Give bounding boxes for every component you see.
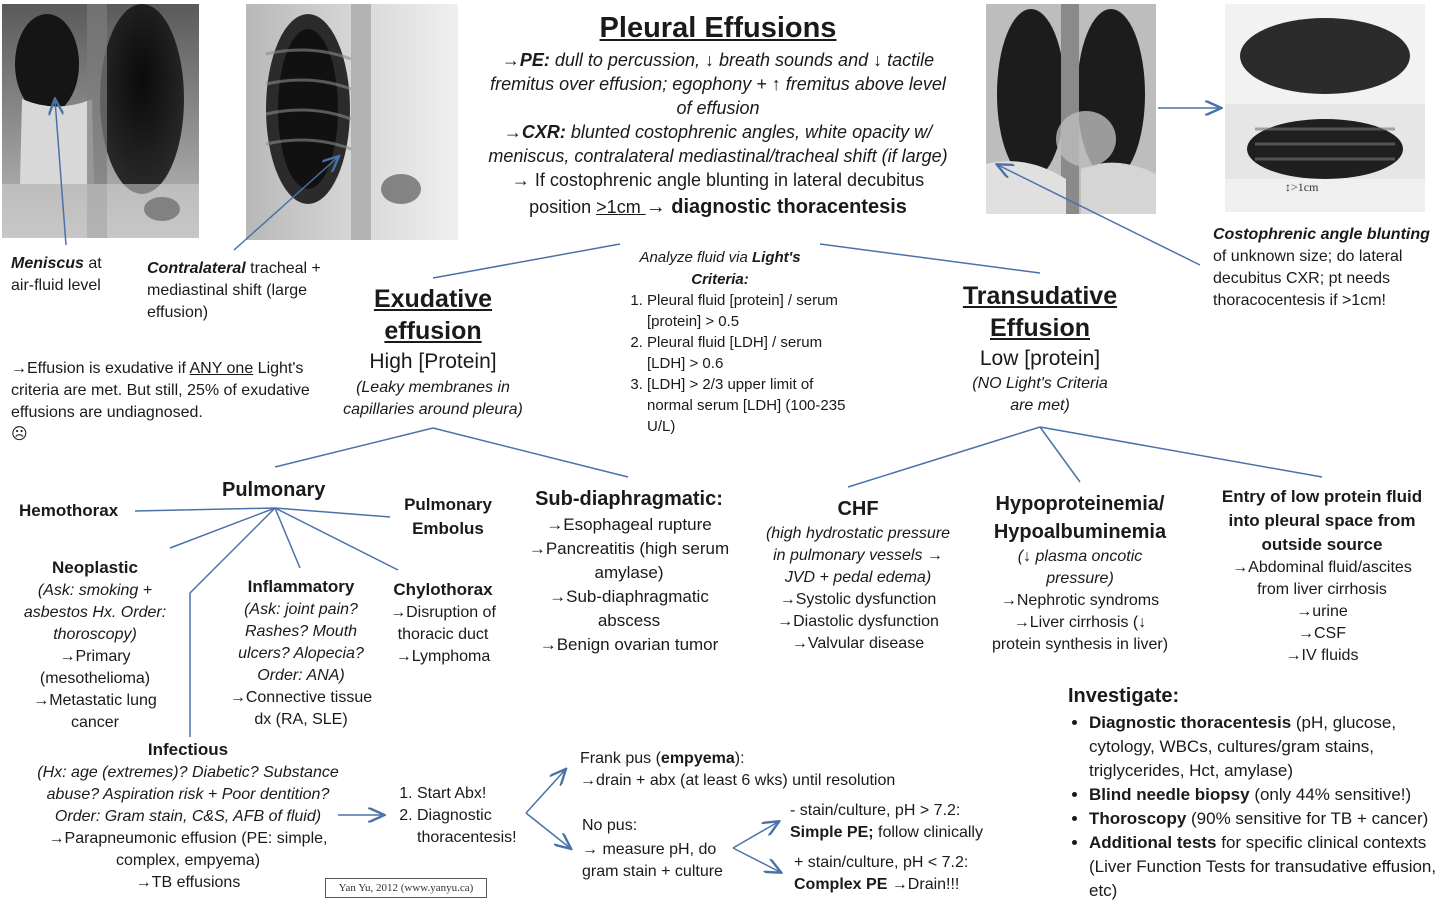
physical-exam-text: →PE: dull to percussion, ↓ breath sounds… <box>490 50 946 118</box>
exudative-note: →Effusion is exudative if ANY one Light'… <box>11 358 311 446</box>
simple-pe-text: - stain/culture, pH > 7.2: Simple PE; fo… <box>790 802 983 841</box>
investigate-item: Thoroscopy (90% sensitive for TB + cance… <box>1089 807 1440 831</box>
investigate-item: Additional tests for specific clinical c… <box>1089 831 1440 903</box>
lights-intro: Analyze fluid via Light's Criteria: <box>639 249 801 288</box>
lights-criteria-list: Pleural fluid [protein] / serum [protein… <box>614 290 857 437</box>
lights-criterion: Pleural fluid [LDH] / serum [LDH] > 0.6 <box>647 332 857 374</box>
complex-pe-text: + stain/culture, pH < 7.2: Complex PE →D… <box>794 854 969 893</box>
xray-meniscus <box>2 4 199 238</box>
blunting-arrow <box>998 165 1201 266</box>
hemothorax-label: Hemothorax <box>19 501 119 520</box>
neoplastic-block: Neoplastic (Ask: smoking + asbestos Hx. … <box>23 558 167 731</box>
shift-arrow <box>233 157 338 251</box>
page-title: Pleural Effusions <box>599 12 837 44</box>
exudative-header: Exudative effusion High [Protein] <box>369 285 497 373</box>
meniscus-caption: Meniscus at air-fluid level <box>11 255 102 294</box>
pulmonary-label: Pulmonary <box>222 479 326 501</box>
no-pus-text: No pus: → measure pH, do gram stain + cu… <box>582 817 723 880</box>
sad-face-icon: ☹ <box>11 426 28 443</box>
blunting-caption: Costophrenic angle blunting of unknown s… <box>1213 226 1430 309</box>
investigate-item: Blind needle biopsy (only 44% sensitive!… <box>1089 783 1440 807</box>
chf-block: CHF (high hydrostatic pressure in pulmon… <box>765 498 951 652</box>
investigate-item: Diagnostic thoracentesis (pH, glucose, c… <box>1089 711 1440 783</box>
chylothorax-block: Chylothorax →Disruption of thoracic duct… <box>390 580 496 665</box>
subdiaphragmatic-block: Sub-diaphragmatic: →Esophageal rupture →… <box>528 488 730 654</box>
frank-pus-text: Frank pus (empyema): →drain + abx (at le… <box>580 750 896 789</box>
contralateral-caption: Contralateral tracheal + mediastinal shi… <box>147 260 321 321</box>
pulmonary-embolus-label: Pulmonary Embolus <box>404 495 492 538</box>
cxr-text: →CXR: blunted costophrenic angles, white… <box>488 122 948 218</box>
transudative-header: Transudative Effusion Low [protein] <box>962 282 1118 370</box>
infectious-block: Infectious (Hx: age (extremes)? Diabetic… <box>37 740 339 891</box>
infectious-step: Start Abx! <box>417 783 557 805</box>
meniscus-arrow <box>55 100 67 246</box>
transudative-desc: (NO Light's Criteria are met) <box>972 375 1108 414</box>
xray-lateral-decubitus: ↕>1cm <box>1225 4 1425 212</box>
xray-blunting-pa <box>986 4 1156 214</box>
hypoproteinemia-block: Hypoproteinemia/ Hypoalbuminemia (↓ plas… <box>991 493 1169 653</box>
inflammatory-block: Inflammatory (Ask: joint pain? Rashes? M… <box>229 577 373 728</box>
infectious-steps: Start Abx! Diagnostic thoracentesis! <box>388 783 557 849</box>
ruler-arrow-icon: ↕ <box>1285 180 1291 194</box>
investigate-list: Diagnostic thoracentesis (pH, glucose, c… <box>1070 711 1440 903</box>
lights-criterion: Pleural fluid [protein] / serum [protein… <box>647 290 857 332</box>
exudative-desc: (Leaky membranes in capillaries around p… <box>343 379 523 418</box>
infectious-step: Diagnostic thoracentesis! <box>417 805 557 849</box>
investigate-title: Investigate: <box>1068 685 1180 707</box>
ruler-label: ↕>1cm <box>1285 180 1319 194</box>
outside-source-block: Entry of low protein fluid into pleural … <box>1221 487 1423 664</box>
credit-box: Yan Yu, 2012 (www.yanyu.ca) <box>325 878 487 898</box>
lights-criterion: [LDH] > 2/3 upper limit of normal serum … <box>647 374 857 437</box>
